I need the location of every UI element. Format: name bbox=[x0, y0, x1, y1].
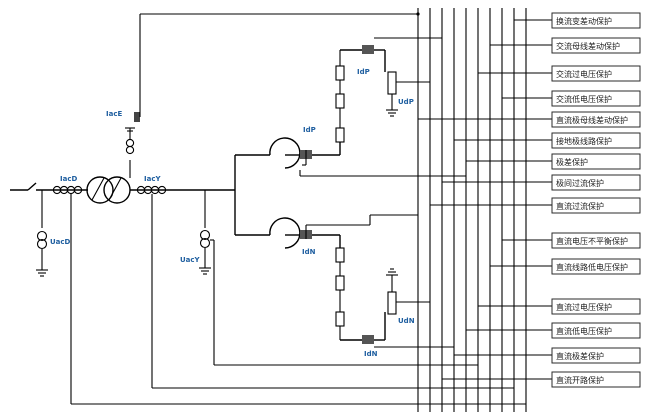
valve-negative bbox=[269, 214, 454, 348]
measurement-bus-lines bbox=[417, 8, 527, 412]
ac-ct-wiring bbox=[70, 194, 526, 405]
protection-label: 接地极线路保护 bbox=[556, 136, 612, 146]
label-iacd: IacD bbox=[60, 175, 77, 183]
protection-labels: 换流变差动保护 交流母线差动保护 交流过电压保护 交流低电压保护 直流极母线差动… bbox=[556, 16, 628, 385]
label-idn: IdN bbox=[302, 248, 316, 256]
label-uacy: UacY bbox=[180, 256, 201, 264]
protection-label: 交流低电压保护 bbox=[556, 94, 612, 104]
protection-label: 换流变差动保护 bbox=[556, 16, 612, 26]
protection-label: 直流线路低电压保护 bbox=[556, 262, 628, 272]
label-idp: IdP bbox=[303, 126, 316, 134]
label-idp-top: IdP bbox=[357, 68, 370, 76]
protection-label: 直流极差保护 bbox=[556, 351, 604, 361]
label-idn-bottom: IdN bbox=[364, 350, 378, 358]
protection-feed-lines bbox=[418, 19, 552, 380]
protection-label: 直流电压不平衡保护 bbox=[556, 236, 628, 246]
converter-transformer bbox=[86, 176, 131, 204]
label-udn: UdN bbox=[398, 317, 415, 325]
protection-label: 直流过电压保护 bbox=[556, 302, 612, 312]
ac-valve-side-line bbox=[130, 185, 235, 195]
pt-uacy bbox=[199, 190, 478, 366]
ct-iace bbox=[125, 12, 420, 178]
label-udp: UdP bbox=[398, 98, 414, 106]
protection-label: 极差保护 bbox=[556, 157, 588, 167]
pt-uacd bbox=[36, 190, 48, 277]
protection-label: 极间过流保护 bbox=[556, 178, 604, 188]
label-uacd: UacD bbox=[50, 238, 71, 246]
protection-label: 直流过流保护 bbox=[556, 201, 604, 211]
valve-positive bbox=[269, 37, 466, 177]
protection-label: 交流过电压保护 bbox=[556, 69, 612, 79]
protection-label: 直流低电压保护 bbox=[556, 326, 612, 336]
protection-boxes bbox=[551, 12, 641, 388]
ac-incoming-line bbox=[10, 182, 88, 195]
protection-label: 直流开路保护 bbox=[556, 375, 604, 385]
label-iacy: IacY bbox=[144, 175, 161, 183]
protection-label: 直流极母线差动保护 bbox=[556, 115, 628, 125]
label-iace: IacE bbox=[106, 110, 122, 118]
converter-split bbox=[234, 154, 270, 236]
protection-label: 交流母线差动保护 bbox=[556, 41, 620, 51]
measurement-labels: IacE IacD IacY UacD UacY IdP IdN UdP UdN… bbox=[50, 68, 415, 358]
